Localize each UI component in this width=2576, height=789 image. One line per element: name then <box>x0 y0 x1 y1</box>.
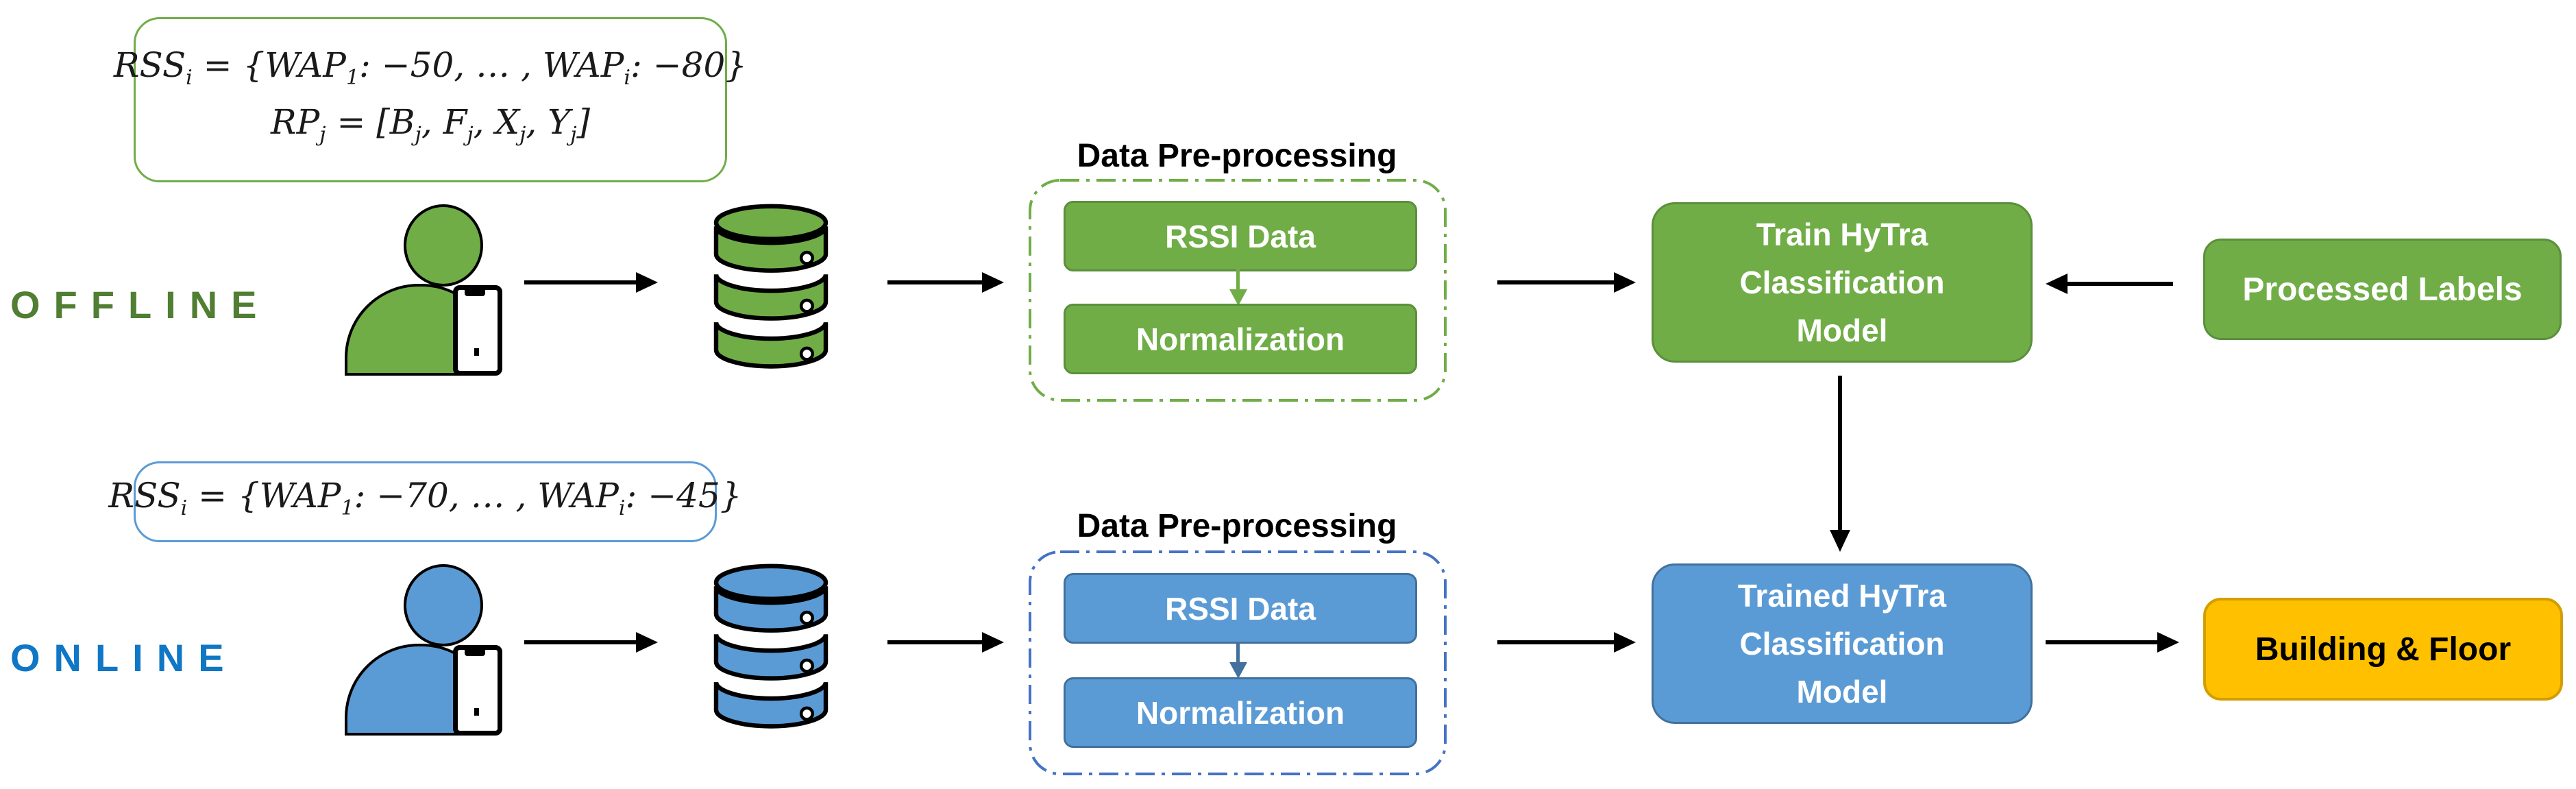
mini-arrow-offline <box>1236 269 1240 291</box>
arrowhead-left <box>2046 274 2068 294</box>
arrow-db-to-prep-offline <box>887 280 983 284</box>
smartphone-icon <box>453 645 502 736</box>
person-head <box>404 204 483 287</box>
model-line: Model <box>1796 313 1888 348</box>
arrowhead <box>2157 632 2179 653</box>
arrowhead <box>982 272 1004 293</box>
arrow-model-to-output <box>2046 640 2161 644</box>
arrow-person-to-db-offline <box>524 280 639 284</box>
model-line: Train HyTra <box>1756 217 1928 252</box>
offline-person-icon <box>345 204 504 376</box>
online-step-rssi-data: RSSI Data <box>1064 573 1417 644</box>
offline-formula-line2: RPj = [Bj, Fj, Xj, Yj] <box>270 101 591 147</box>
online-model-box: Trained HyTra Classification Model <box>1652 563 2033 724</box>
offline-stage-label: OFFLINE <box>10 283 271 326</box>
mini-arrowhead <box>1229 289 1247 306</box>
offline-formula-line1: RSSi = {WAP1: −50, … , WAPi: −80} <box>113 45 748 90</box>
offline-database-icon <box>713 204 829 369</box>
arrowhead-down <box>1830 530 1850 552</box>
person-head <box>404 564 483 646</box>
arrow-labels-to-model <box>2065 282 2173 286</box>
offline-preprocessing-border <box>1029 179 1447 402</box>
smartphone-icon <box>453 285 502 376</box>
building-floor-box: Building & Floor <box>2203 598 2563 701</box>
offline-step-normalization: Normalization <box>1064 304 1417 374</box>
online-stage-label: ONLINE <box>10 636 238 679</box>
arrow-person-to-db-online <box>524 640 639 644</box>
online-preprocessing-border <box>1029 550 1447 775</box>
mini-arrow-online <box>1236 642 1240 664</box>
processed-labels-box: Processed Labels <box>2203 239 2562 340</box>
online-person-icon <box>345 564 504 736</box>
arrow-db-to-prep-online <box>887 640 983 644</box>
arrowhead <box>1614 272 1636 293</box>
arrowhead <box>636 632 658 653</box>
offline-preprocessing-title: Data Pre-processing <box>1077 138 1397 174</box>
mini-arrowhead <box>1229 662 1247 679</box>
online-step-normalization: Normalization <box>1064 677 1417 748</box>
arrowhead <box>982 632 1004 653</box>
online-database-icon <box>713 563 829 729</box>
online-formula-box: RSSi = {WAP1: −70, … , WAPi: −45} <box>108 461 742 542</box>
model-line: Classification <box>1739 626 1945 661</box>
arrowhead <box>1614 632 1636 653</box>
arrowhead <box>636 272 658 293</box>
online-formula-line1: RSSi = {WAP1: −70, … , WAPi: −45} <box>108 475 742 520</box>
model-line: Classification <box>1739 265 1945 300</box>
offline-model-box: Train HyTra Classification Model <box>1652 202 2033 363</box>
offline-step-rssi-data: RSSI Data <box>1064 201 1417 271</box>
arrow-prep-to-model-offline <box>1497 280 1617 284</box>
arrow-prep-to-model-online <box>1497 640 1617 644</box>
offline-formula-box: RSSi = {WAP1: −50, … , WAPi: −80} RPj = … <box>114 17 747 182</box>
model-line: Trained HyTra <box>1737 578 1947 614</box>
arrow-train-to-trained <box>1838 376 1842 532</box>
online-preprocessing-title: Data Pre-processing <box>1077 508 1397 544</box>
model-line: Model <box>1796 674 1888 709</box>
